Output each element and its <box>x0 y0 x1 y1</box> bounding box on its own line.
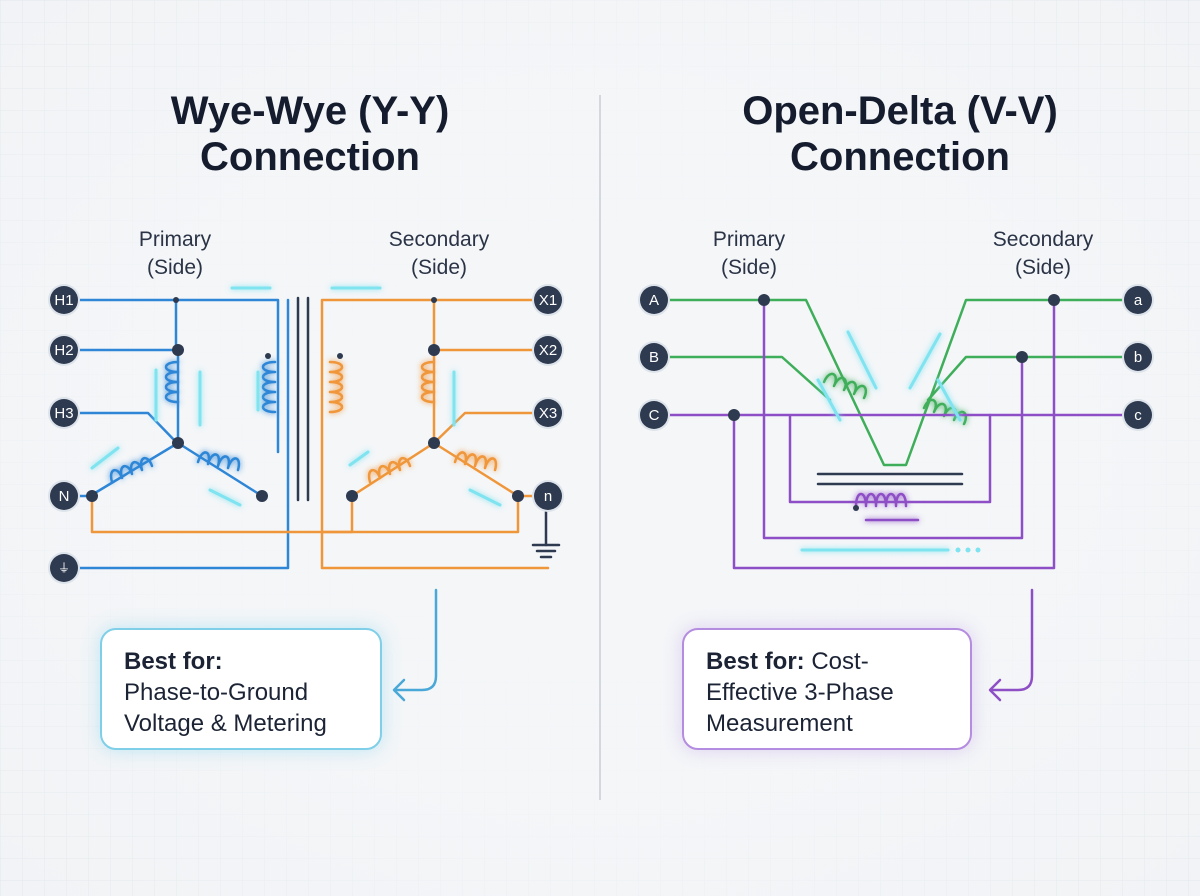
terminal-c-primary: C <box>640 401 668 429</box>
terminal-c-label: C <box>648 406 660 424</box>
delta-best-for-callout: Best for: Cost- Effective 3-Phase Measur… <box>682 628 972 750</box>
terminal-x1: X1 <box>534 286 562 314</box>
wye-callout-line1: Phase-to-Ground <box>124 679 309 706</box>
open-delta-title: Open-Delta (V-V) Connection <box>620 88 1180 180</box>
glow-dots-delta <box>955 547 981 553</box>
delta-callout-line2: Effective 3-Phase <box>706 679 894 706</box>
glow-accents-wye <box>90 286 502 507</box>
delta-secondary-label-line2: (Side) <box>1014 256 1072 279</box>
secondary-wiring-delta <box>652 298 1140 570</box>
terminal-x2-label: X2 <box>538 341 558 359</box>
terminal-b-primary: B <box>640 343 668 371</box>
primary-wiring-delta <box>652 298 1140 467</box>
terminal-b-label: B <box>648 348 659 366</box>
delta-title-line2: Connection <box>790 135 1010 179</box>
wye-title-line1: Wye-Wye (Y-Y) <box>170 89 450 133</box>
ground-symbol-icon <box>531 508 561 559</box>
terminal-n-secondary: n <box>534 482 562 510</box>
wye-callout-arrow <box>394 588 438 692</box>
wye-secondary-label-line1: Secondary <box>388 228 490 251</box>
delta-secondary-label: Secondary (Side) <box>973 226 1113 282</box>
secondary-coils-wye <box>328 360 498 484</box>
delta-callout-heading: Best for: <box>706 648 805 675</box>
primary-coil-a <box>109 360 277 484</box>
terminal-x2: X2 <box>534 336 562 364</box>
transformer-core-wye <box>296 296 310 502</box>
terminal-n-label: N <box>58 487 70 505</box>
junction-dots-wye <box>86 297 524 502</box>
terminal-c-secondary-label: c <box>1134 406 1142 424</box>
terminal-h1-label: H1 <box>54 291 74 309</box>
transformer-core-delta <box>816 472 964 486</box>
wye-primary-label-line1: Primary <box>138 228 212 251</box>
junction-dots-delta <box>728 294 1060 511</box>
wye-callout-arrowhead <box>392 678 406 702</box>
delta-callout-text-1: Cost- <box>804 648 869 675</box>
wye-secondary-label: Secondary (Side) <box>369 226 509 282</box>
wye-title-line2: Connection <box>200 135 420 179</box>
terminal-x1-label: X1 <box>538 291 558 309</box>
delta-callout-line3: Measurement <box>706 710 853 737</box>
delta-callout-arrowhead <box>988 678 1002 702</box>
delta-primary-label: Primary (Side) <box>679 226 819 282</box>
wye-best-for-callout: Best for: Phase-to-Ground Voltage & Mete… <box>100 628 382 750</box>
ground-icon: ⏚ <box>57 561 70 575</box>
terminal-b-secondary: b <box>1124 343 1152 371</box>
delta-primary-label-line1: Primary <box>712 228 786 251</box>
terminal-a-primary: A <box>640 286 668 314</box>
terminal-h1: H1 <box>50 286 78 314</box>
terminal-h3-label: H3 <box>54 404 74 422</box>
delta-title-line1: Open-Delta (V-V) <box>742 89 1058 133</box>
terminal-c-secondary: c <box>1124 401 1152 429</box>
terminal-n-secondary-label: n <box>543 487 553 505</box>
terminal-a-secondary: a <box>1124 286 1152 314</box>
terminal-ground: ⏚ <box>50 554 78 582</box>
terminal-b-secondary-label: b <box>1133 348 1143 366</box>
terminal-a-label: A <box>648 291 659 309</box>
terminal-n-primary: N <box>50 482 78 510</box>
delta-primary-label-line2: (Side) <box>720 256 778 279</box>
terminal-x3-label: X3 <box>538 404 558 422</box>
delta-callout-arrow <box>990 588 1034 692</box>
secondary-coil-delta <box>854 492 920 522</box>
delta-secondary-label-line1: Secondary <box>992 228 1094 251</box>
terminal-x3: X3 <box>534 399 562 427</box>
terminal-h2: H2 <box>50 336 78 364</box>
wye-wye-title: Wye-Wye (Y-Y) Connection <box>30 88 590 180</box>
wye-callout-heading: Best for: <box>124 648 223 675</box>
wye-callout-line2: Voltage & Metering <box>124 710 327 737</box>
terminal-h2-label: H2 <box>54 341 74 359</box>
terminal-h3: H3 <box>50 399 78 427</box>
wye-secondary-label-line2: (Side) <box>410 256 468 279</box>
glow-accents-delta <box>800 330 962 552</box>
wye-primary-label-line2: (Side) <box>146 256 204 279</box>
terminal-a-secondary-label: a <box>1133 291 1143 309</box>
wye-primary-label: Primary (Side) <box>105 226 245 282</box>
